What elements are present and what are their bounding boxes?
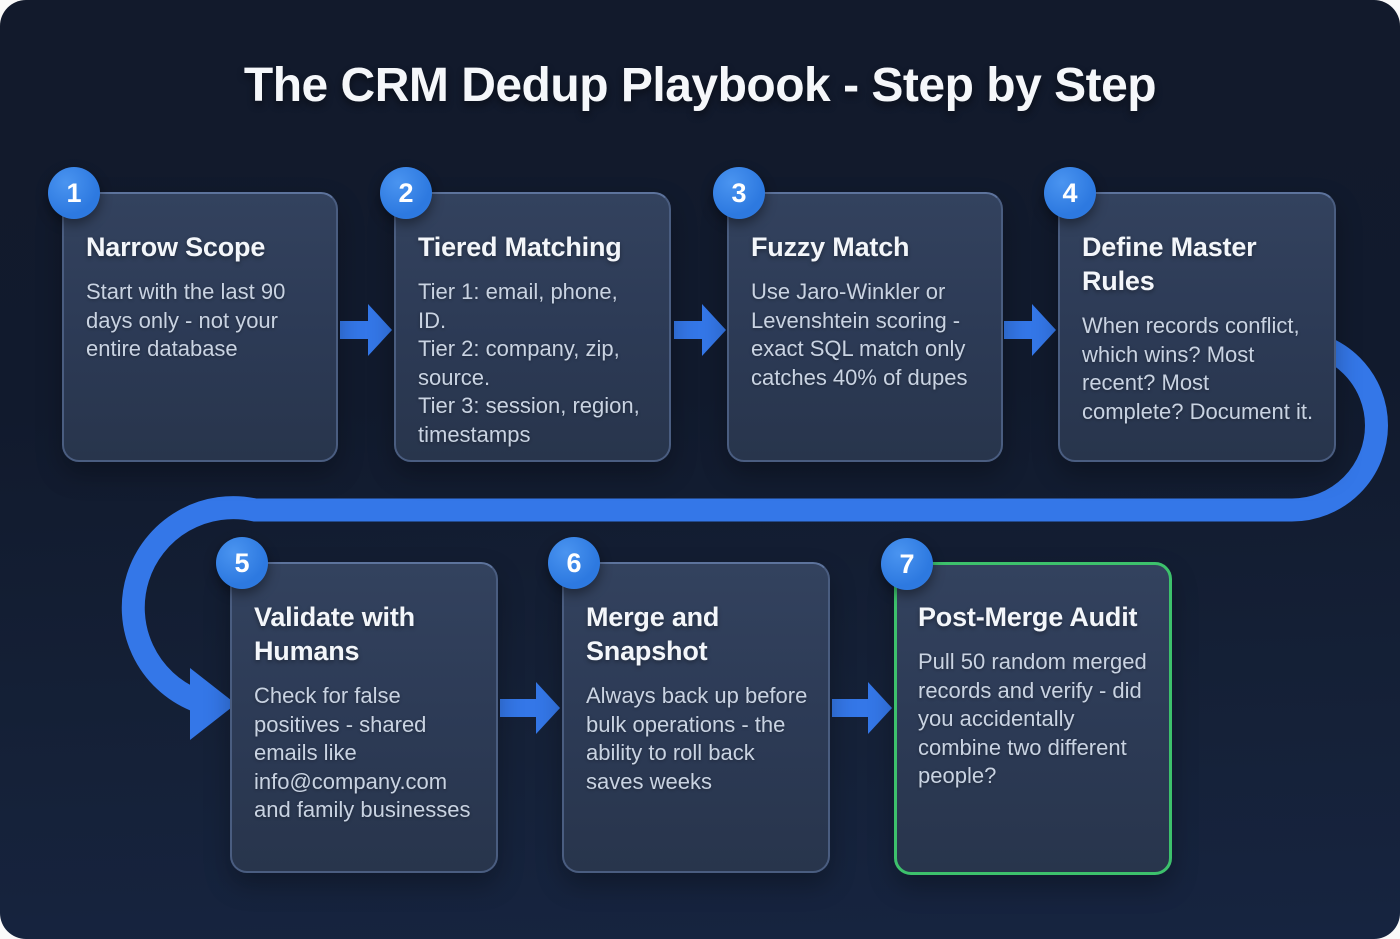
curved-connector-arrow (121, 329, 1388, 711)
step-body: Always back up before bulk operations - … (586, 683, 808, 794)
number-badge: 6 (548, 537, 600, 589)
step-title: Post-Merge Audit (918, 602, 1138, 632)
step-body: When records conflict, which wins? Most … (1082, 313, 1314, 424)
step-body: Tier 1: email, phone, ID. Tier 2: compan… (418, 279, 640, 447)
step-title: Define Master Rules (1082, 232, 1257, 297)
number-badge: 2 (380, 167, 432, 219)
step-title: Validate with Humans (254, 602, 415, 667)
step-card-2: 2 Tiered Matching Tier 1: email, phone, … (380, 167, 671, 462)
step-title: Narrow Scope (86, 232, 266, 262)
step-card-6: 6 Merge and Snapshot Always back up befo… (548, 537, 830, 873)
step-title: Merge and Snapshot (586, 602, 720, 667)
step-body: Pull 50 random merged records and verify… (918, 649, 1147, 789)
arrow-right-icon (500, 682, 560, 734)
number-badge: 3 (713, 167, 765, 219)
step-card-4: 4 Define Master Rules When records confl… (1044, 167, 1336, 462)
step-title: Tiered Matching (418, 232, 622, 262)
step-body: Check for false positives - shared email… (254, 683, 471, 823)
step-body: Start with the last 90 days only - not y… (86, 279, 286, 362)
number-badge: 1 (48, 167, 100, 219)
arrow-right-icon (832, 682, 892, 734)
arrow-right-icon (674, 304, 726, 356)
number-badge: 4 (1044, 167, 1096, 219)
step-card-3: 3 Fuzzy Match Use Jaro-Winkler or Levens… (713, 167, 1003, 462)
step-card-1: 1 Narrow Scope Start with the last 90 da… (48, 167, 338, 462)
step-card-5: 5 Validate with Humans Check for false p… (216, 537, 498, 873)
arrow-right-icon (1004, 304, 1056, 356)
arrowhead-icon (190, 668, 236, 740)
step-card-7: 7 Post-Merge Audit Pull 50 random merged… (881, 538, 1172, 875)
step-body: Use Jaro-Winkler or Levenshtein scoring … (751, 279, 968, 390)
number-badge: 7 (881, 538, 933, 590)
step-title: Fuzzy Match (751, 232, 910, 262)
page-title: The CRM Dedup Playbook - Step by Step (243, 59, 1157, 112)
number-badge: 5 (216, 537, 268, 589)
arrow-right-icon (340, 304, 392, 356)
